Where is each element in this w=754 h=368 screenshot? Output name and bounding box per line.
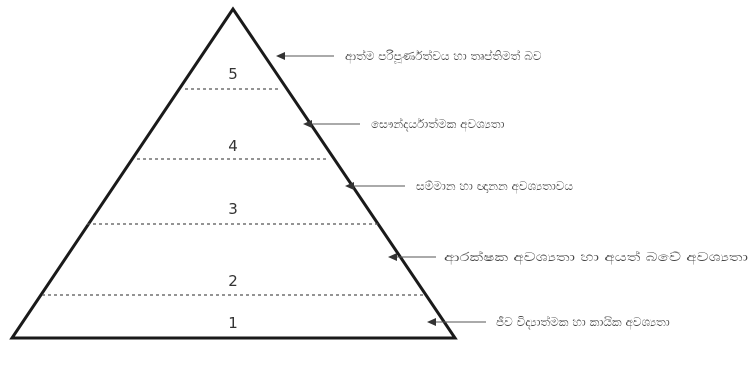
pyramid-outline (9, 6, 458, 340)
arrow-level-3 (345, 182, 405, 190)
arrow-level-1 (427, 318, 486, 326)
arrow-level-5 (276, 52, 334, 60)
label-level-2: ආරක්ෂක අවශ්‍යතා හා අයත් බවේ අවශ්‍යතා (444, 250, 748, 265)
label-level-4: සෞන්දර්යාත්මක අවශ්‍යතා (371, 117, 504, 132)
arrow-level-2 (388, 253, 436, 261)
label-level-1: ජීව විද්‍යාත්මක හා කායික අවශ්‍යතා (496, 315, 670, 330)
level-3-number: 3 (228, 200, 238, 218)
level-5-number: 5 (228, 65, 238, 83)
label-level-3: සම්මාන හා ඥානන අවශ්‍යතාවය (416, 179, 573, 194)
arrow-level-4 (303, 120, 360, 128)
level-4-number: 4 (228, 137, 238, 155)
label-level-5: ආත්ම පරිපූර්ණත්වය හා තෘප්තිමත් බව (345, 49, 542, 64)
level-2-number: 2 (228, 272, 238, 290)
level-1-number: 1 (228, 314, 238, 332)
